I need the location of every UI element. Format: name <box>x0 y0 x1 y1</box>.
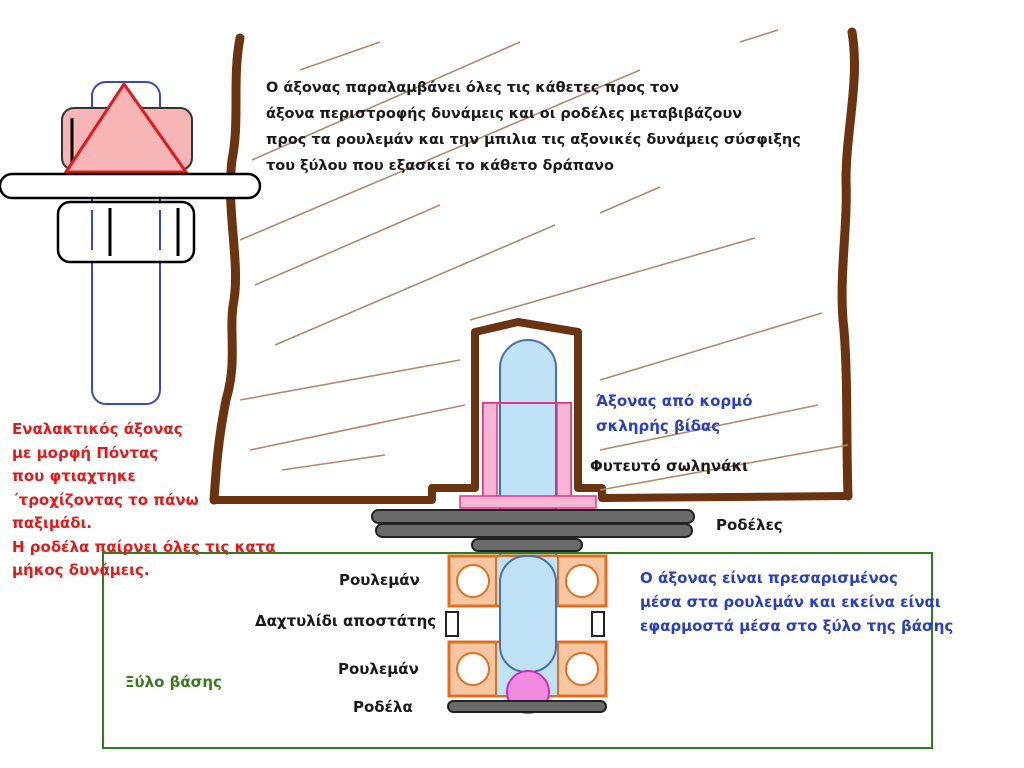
alternative-note-line: Εναλακτικός άξονας <box>12 420 183 438</box>
washer-stack <box>371 509 695 552</box>
top-note-line: άξονα περιστροφής δυνάμεις και οι ροδέλε… <box>266 106 743 122</box>
sleeve-wall-right <box>556 402 572 499</box>
alternative-note-line: Η ροδέλα παίρνει όλες τις κατα <box>12 537 276 556</box>
bearing-ball <box>565 652 599 686</box>
wood-grain-lines <box>239 29 849 491</box>
alternative-axle-drawing <box>0 81 262 405</box>
washer <box>471 538 583 552</box>
sleeve-wall-left <box>482 402 498 499</box>
axle-label-line: Άξονας από κορμό <box>596 392 753 410</box>
alt-lower-nut <box>56 200 196 264</box>
wood-right-edge <box>837 27 859 501</box>
bearing-top-label: Ρουλεμάν <box>339 571 420 589</box>
sleeve-label: Φυτευτό σωληνάκι <box>590 457 748 475</box>
bearing-ball <box>456 652 490 686</box>
inserted-sleeve <box>459 402 597 509</box>
alternative-note-line: μήκος δυνάμεις. <box>12 561 150 579</box>
base-wood-frame <box>102 552 933 749</box>
top-note-line: του ξύλου που εξασκεί το κάθετο δράπανο <box>266 158 615 174</box>
wood-workpiece <box>209 27 859 505</box>
spacer-ring <box>445 611 605 637</box>
base-wood-label: Ξύλο βάσης <box>125 673 222 691</box>
bearing-ball <box>456 564 490 598</box>
bottom-washer <box>447 700 607 713</box>
axle-lower <box>499 555 557 673</box>
wood-bottom-edge <box>214 318 849 504</box>
axle-label-line: σκληρής βίδας <box>596 417 721 435</box>
alt-point-triangle <box>63 81 189 174</box>
press-fit-line: μέσα στα ρουλεμάν και εκείνα είναι <box>640 593 941 611</box>
washer-bottom-label: Ροδέλα <box>353 698 413 716</box>
sleeve-flange <box>459 495 597 509</box>
bearing-ball <box>565 564 599 598</box>
washer <box>371 509 695 524</box>
bearing-bottom-label: Ρουλεμάν <box>338 660 419 678</box>
alternative-note-line: που φτιαχτηκε <box>12 467 136 485</box>
top-note: Ο άξονας παραλαμβάνει όλες τις κάθετες π… <box>266 75 801 179</box>
washer <box>375 523 693 538</box>
alt-washer <box>0 172 262 200</box>
alternative-note-line: με μορφή Πόντας <box>12 443 159 462</box>
press-fit-note: Ο άξονας είναι πρεσαρισμένος μέσα στα ρο… <box>640 566 953 638</box>
washers-label: Ροδέλες <box>716 516 783 534</box>
alternative-note-line: παξιμάδι. <box>12 514 93 532</box>
wood-left-edge <box>209 33 245 505</box>
spacer-label: Δαχτυλίδι αποστάτης <box>255 612 437 630</box>
top-note-line: προς τα ρουλεμάν και την μπιλια τις αξον… <box>266 132 801 148</box>
axle-label: Άξονας από κορμό σκληρής βίδας <box>596 389 753 439</box>
press-fit-line: εφαρμοστά μέσα στο ξύλο της βάσης <box>640 617 954 635</box>
top-note-line: Ο άξονας παραλαμβάνει όλες τις κάθετες π… <box>266 80 680 96</box>
alternative-note-line: ΄τροχίζοντας το πάνω <box>12 490 199 509</box>
alternative-axle-note: Εναλακτικός άξονας με μορφή Πόντας που φ… <box>12 418 276 583</box>
press-fit-line: Ο άξονας είναι πρεσαρισμένος <box>640 569 898 587</box>
